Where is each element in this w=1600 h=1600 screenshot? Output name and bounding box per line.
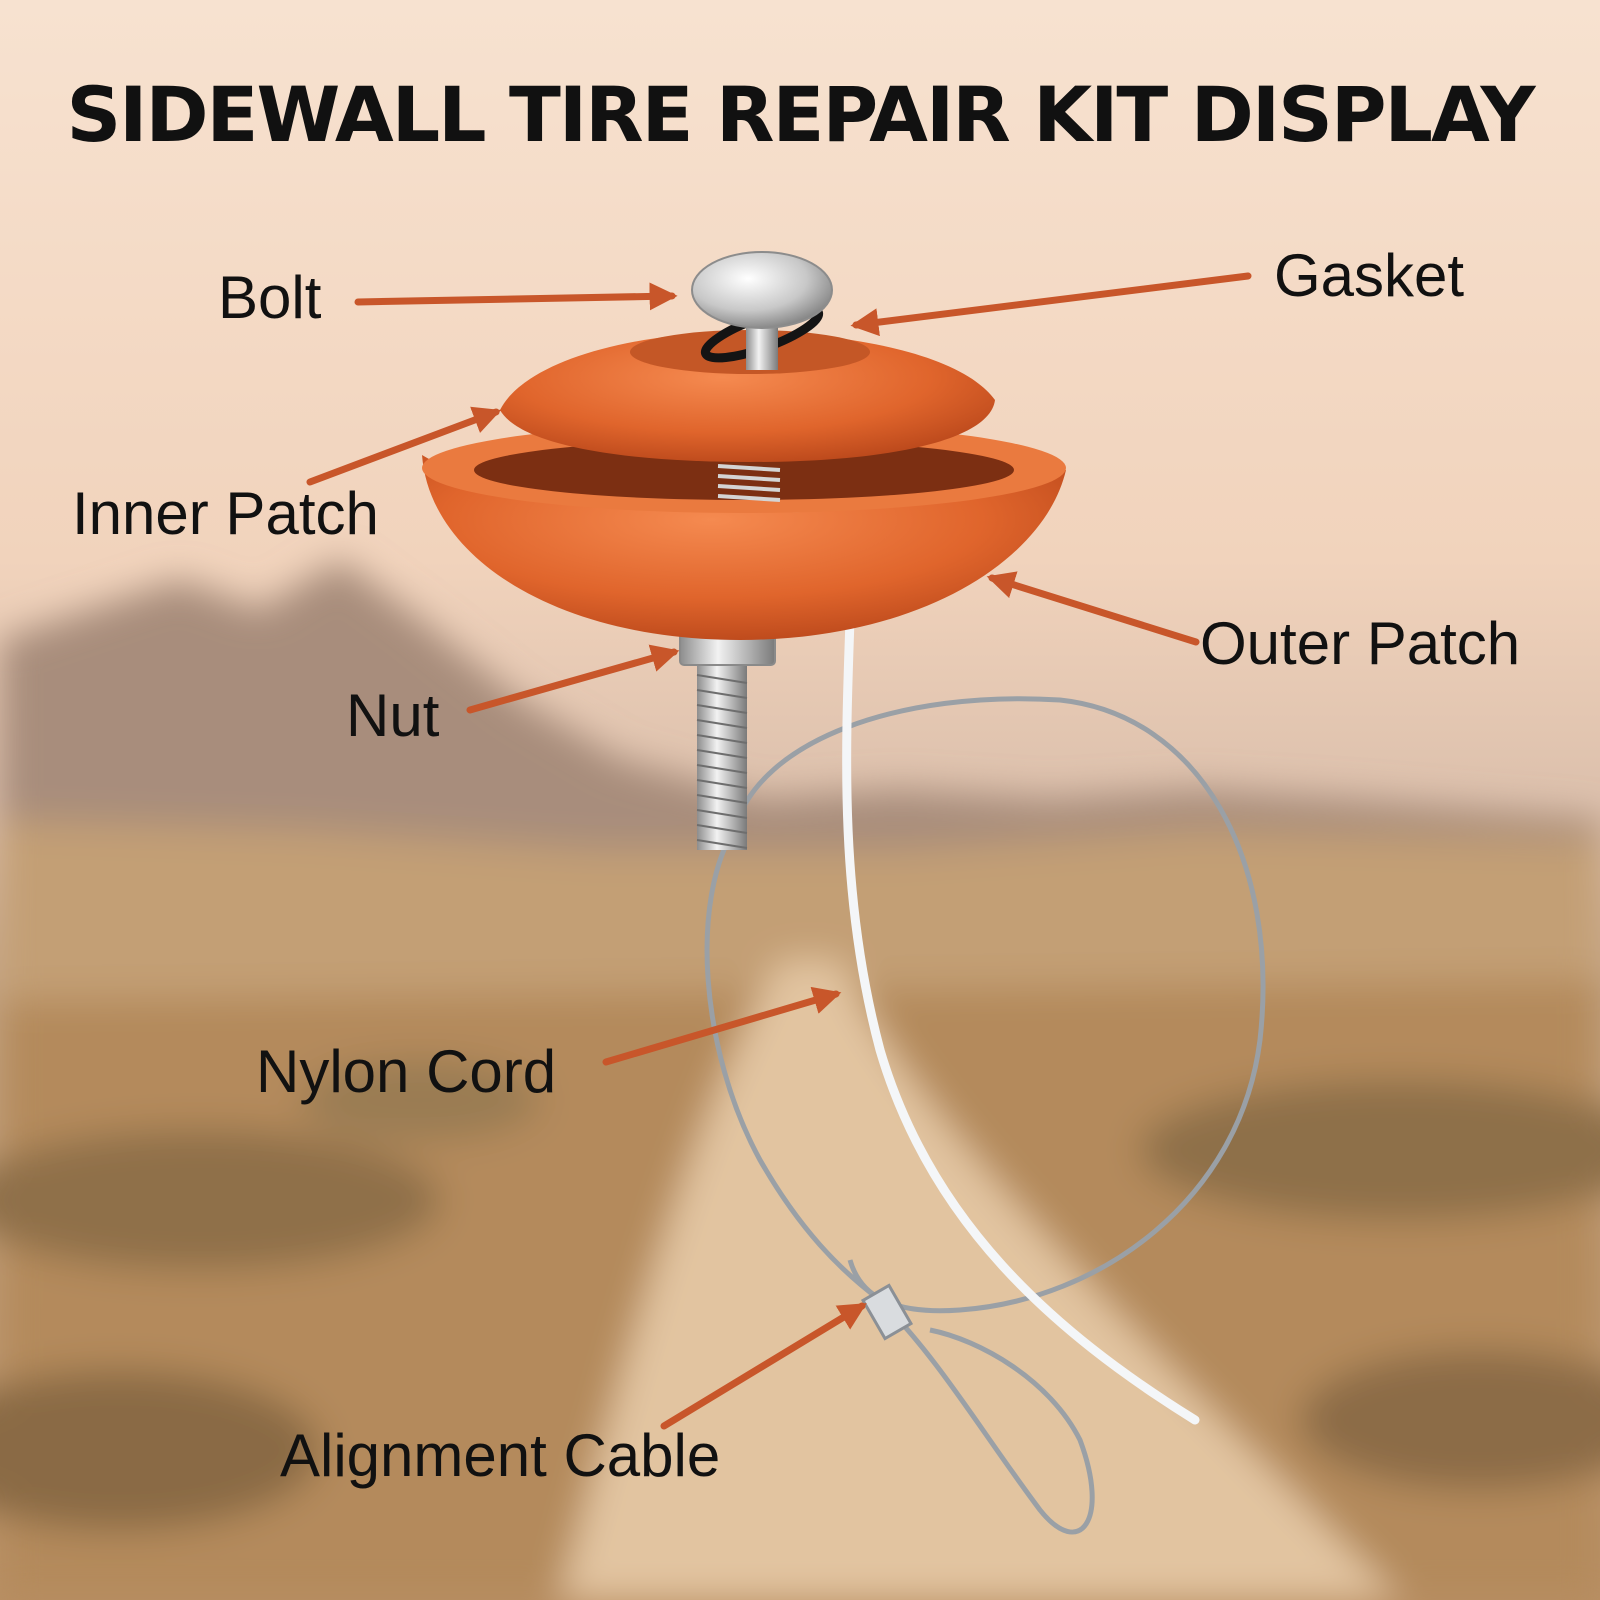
alignment-cable-arrow xyxy=(660,1302,867,1430)
outer-patch-label: Outer Patch xyxy=(1200,610,1521,677)
page-title: SIDEWALL TIRE REPAIR KIT DISPLAY xyxy=(66,70,1535,159)
nut-arrow xyxy=(466,644,680,714)
inner-patch-label: Inner Patch xyxy=(72,480,379,547)
spring xyxy=(717,464,781,502)
bolt xyxy=(691,251,833,370)
nylon-cord xyxy=(842,615,1200,1425)
bolt-label: Bolt xyxy=(218,264,322,331)
nut-label: Nut xyxy=(346,682,440,749)
nylon-cord-arrow xyxy=(602,986,842,1066)
alignment-cable-label: Alignment Cable xyxy=(280,1422,721,1489)
alignment-cable xyxy=(704,696,1266,1535)
outer-patch-arrow xyxy=(986,571,1200,646)
gasket-label: Gasket xyxy=(1274,242,1465,309)
gasket-arrow xyxy=(850,272,1252,337)
bolt-arrow xyxy=(354,282,678,311)
bolt-shaft xyxy=(696,660,748,850)
nylon-cord-label: Nylon Cord xyxy=(256,1038,557,1105)
inner-patch-arrow xyxy=(306,406,502,486)
blurred-landscape xyxy=(0,560,1600,1600)
